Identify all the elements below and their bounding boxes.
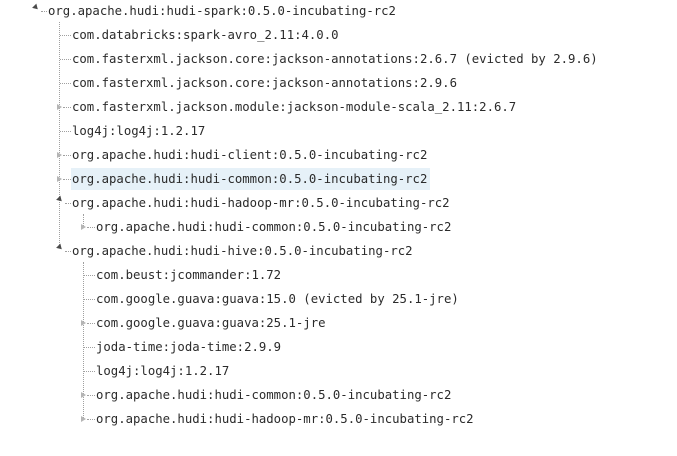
tree-node[interactable]: com.fasterxml.jackson.core:jackson-annot… (71, 72, 460, 94)
node-label: org.apache.hudi:hudi-common:0.5.0-incuba… (71, 168, 431, 190)
tree-connector (63, 179, 71, 180)
tree-connector (60, 83, 71, 84)
tree-node[interactable]: log4j:log4j:1.2.17 (95, 360, 232, 382)
collapsed-toggle-icon[interactable] (57, 104, 62, 110)
tree-connector (84, 347, 95, 348)
collapsed-toggle-icon[interactable] (81, 224, 86, 230)
tree-connector (87, 227, 95, 228)
tree-connector (41, 11, 47, 12)
tree-connector (84, 371, 95, 372)
tree-connector (63, 155, 71, 156)
collapsed-toggle-icon[interactable] (81, 320, 86, 326)
expand-toggle-icon[interactable] (56, 243, 64, 252)
tree-connector (83, 262, 84, 418)
expand-toggle-icon[interactable] (32, 3, 40, 12)
node-label: com.google.guava:guava:25.1-jre (96, 316, 326, 330)
node-label: org.apache.hudi:hudi-hadoop-mr:0.5.0-inc… (72, 196, 450, 210)
node-label: org.apache.hudi:hudi-spark:0.5.0-incubat… (48, 4, 396, 18)
tree-node[interactable]: com.databricks:spark-avro_2.11:4.0.0 (71, 24, 342, 46)
tree-node[interactable]: org.apache.hudi:hudi-common:0.5.0-incuba… (95, 384, 454, 406)
tree-node[interactable]: joda-time:joda-time:2.9.9 (95, 336, 284, 358)
tree-connector (65, 251, 71, 252)
collapsed-toggle-icon[interactable] (57, 152, 62, 158)
node-label: com.fasterxml.jackson.core:jackson-annot… (72, 52, 598, 66)
tree-node[interactable]: org.apache.hudi:hudi-client:0.5.0-incuba… (71, 144, 430, 166)
tree-connector (87, 419, 95, 420)
node-label: com.databricks:spark-avro_2.11:4.0.0 (72, 28, 339, 42)
tree-node[interactable]: org.apache.hudi:hudi-hadoop-mr:0.5.0-inc… (71, 192, 453, 214)
node-label: joda-time:joda-time:2.9.9 (96, 340, 282, 354)
node-label: org.apache.hudi:hudi-common:0.5.0-incuba… (96, 388, 452, 402)
node-label: com.google.guava:guava:15.0 (evicted by … (96, 292, 459, 306)
tree-connector (83, 214, 84, 226)
tree-node-root[interactable]: org.apache.hudi:hudi-spark:0.5.0-incubat… (47, 0, 399, 22)
node-label: com.fasterxml.jackson.module:jackson-mod… (72, 100, 517, 114)
tree-node[interactable]: org.apache.hudi:hudi-hive:0.5.0-incubati… (71, 240, 416, 262)
tree-node[interactable]: com.google.guava:guava:25.1-jre (95, 312, 329, 334)
node-label: log4j:log4j:1.2.17 (96, 364, 230, 378)
tree-connector (87, 323, 95, 324)
tree-node[interactable]: org.apache.hudi:hudi-common:0.5.0-incuba… (95, 216, 454, 238)
tree-node[interactable]: com.google.guava:guava:15.0 (evicted by … (95, 288, 462, 310)
tree-connector (84, 299, 95, 300)
tree-node-selected[interactable]: org.apache.hudi:hudi-common:0.5.0-incuba… (71, 168, 431, 190)
tree-node[interactable]: com.beust:jcommander:1.72 (95, 264, 284, 286)
node-label: org.apache.hudi:hudi-common:0.5.0-incuba… (96, 220, 452, 234)
tree-node[interactable]: com.fasterxml.jackson.module:jackson-mod… (71, 96, 519, 118)
expand-toggle-icon[interactable] (56, 195, 64, 204)
node-label: com.fasterxml.jackson.core:jackson-annot… (72, 76, 457, 90)
node-label: org.apache.hudi:hudi-hadoop-mr:0.5.0-inc… (96, 412, 474, 426)
tree-node[interactable]: org.apache.hudi:hudi-hadoop-mr:0.5.0-inc… (95, 408, 477, 430)
tree-connector (60, 131, 71, 132)
tree-connector (84, 275, 95, 276)
tree-connector (60, 59, 71, 60)
collapsed-toggle-icon[interactable] (81, 392, 86, 398)
collapsed-toggle-icon[interactable] (81, 416, 86, 422)
tree-connector (87, 395, 95, 396)
tree-node[interactable]: com.fasterxml.jackson.core:jackson-annot… (71, 48, 601, 70)
collapsed-toggle-icon[interactable] (57, 176, 62, 182)
tree-connector (59, 22, 60, 247)
node-label: org.apache.hudi:hudi-hive:0.5.0-incubati… (72, 244, 413, 258)
node-label: com.beust:jcommander:1.72 (96, 268, 282, 282)
tree-connector (60, 35, 71, 36)
tree-node[interactable]: log4j:log4j:1.2.17 (71, 120, 208, 142)
node-label: log4j:log4j:1.2.17 (72, 124, 206, 138)
tree-connector (63, 107, 71, 108)
node-label: org.apache.hudi:hudi-client:0.5.0-incuba… (72, 148, 428, 162)
tree-connector (65, 203, 71, 204)
